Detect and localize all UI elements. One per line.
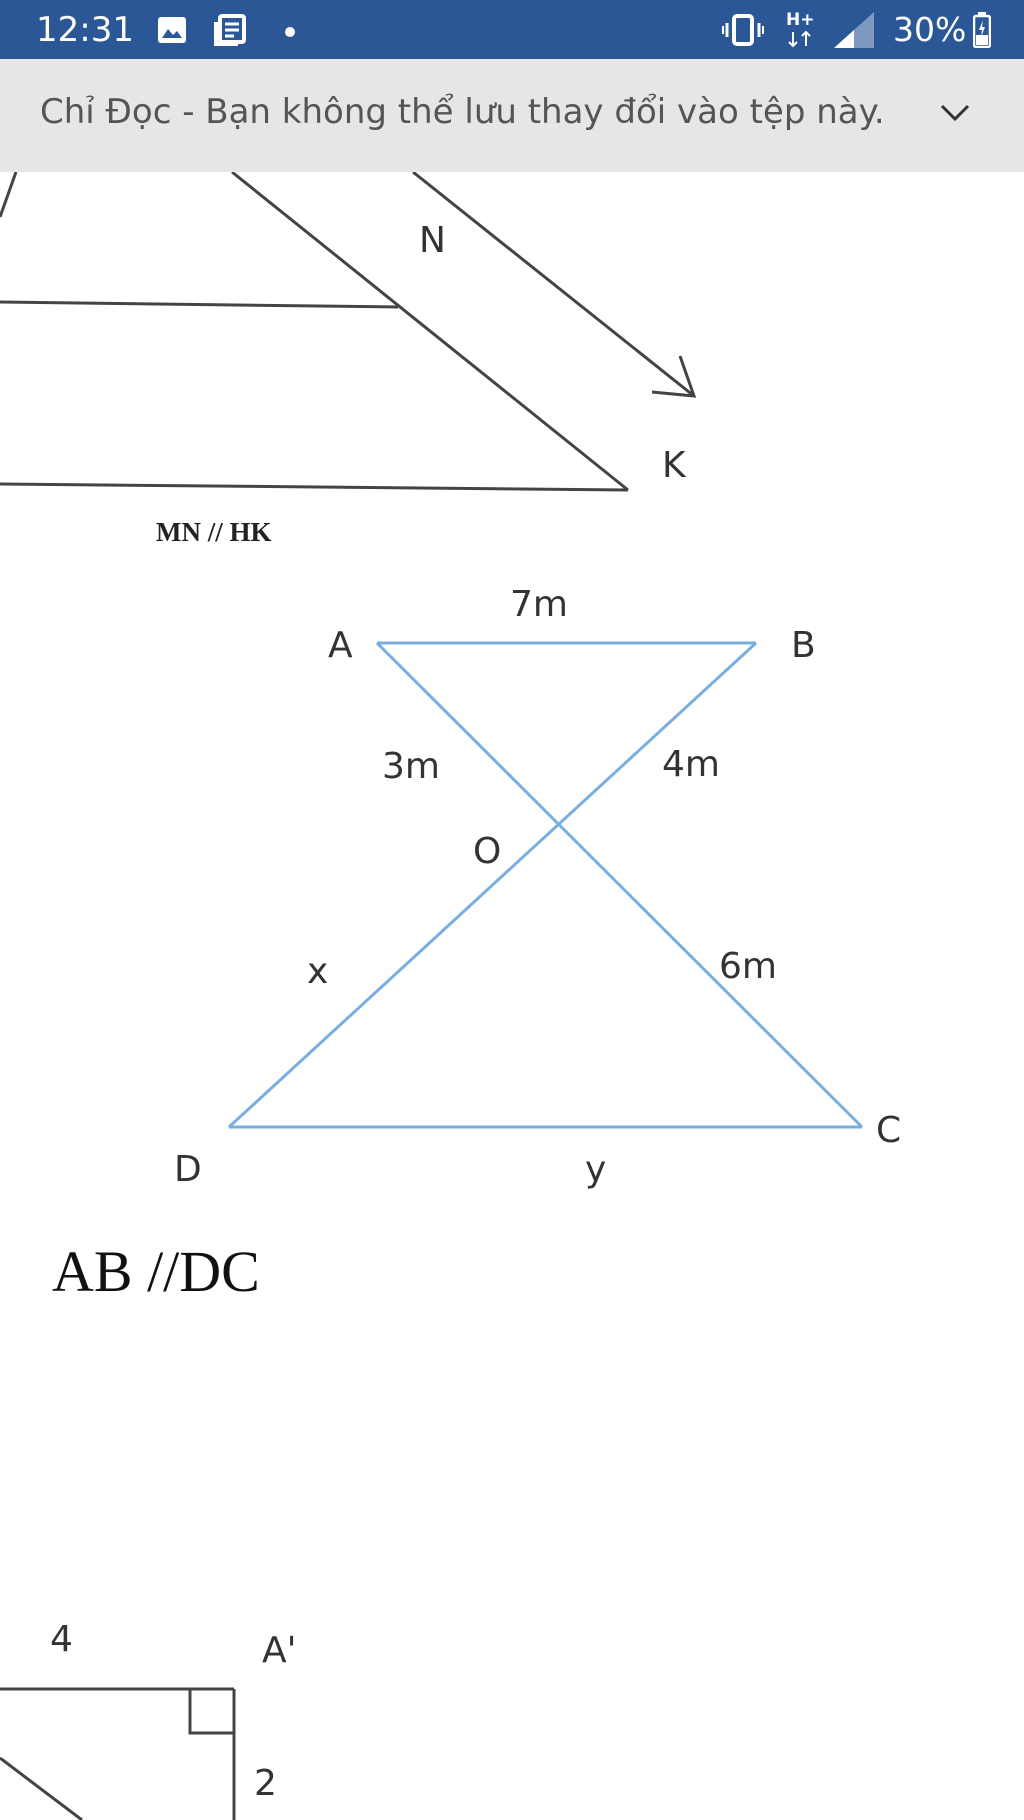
fig2-label-d: D — [174, 1149, 202, 1190]
fig2-label-od-length: x — [307, 951, 328, 992]
dot-icon — [285, 24, 295, 42]
fig3-label-corner: A' — [262, 1630, 297, 1671]
figure-parallel-mn-hk: N K — [0, 172, 697, 492]
document-figures: N K 7m A B 3m 4m O x 6m C D y 4 — [0, 172, 901, 1820]
readonly-message: Chỉ Đọc - Bạn không thể lưu thay đổi vào… — [40, 92, 885, 132]
fig2-label-bo-length: 4m — [662, 744, 720, 785]
fig2-label-oc-length: 6m — [719, 946, 777, 987]
fig2-label-b: B — [791, 625, 816, 666]
signal-icon — [834, 12, 874, 53]
fig2-label-dc-length: y — [585, 1149, 606, 1190]
fig2-label-ao-length: 3m — [382, 746, 440, 787]
fig1-segment-mn — [0, 300, 399, 309]
fig2-segment-ac — [375, 641, 864, 1129]
fig3-right-angle-mark — [188, 1689, 234, 1735]
fig2-caption: AB //DC — [52, 1239, 260, 1304]
readonly-banner: Chỉ Đọc - Bạn không thể lưu thay đổi vào… — [0, 59, 1024, 172]
fig1-label-k: K — [662, 445, 687, 486]
fig1-left-edge — [0, 172, 18, 218]
fig1-label-n: N — [419, 220, 446, 261]
fig3-label-top: 4 — [50, 1619, 73, 1660]
fig2-label-o: O — [473, 831, 501, 872]
fig3-diagonal — [0, 1756, 83, 1820]
fig1-caption: MN // HK — [156, 517, 272, 547]
status-bar: 12:31 H+ — [0, 0, 1024, 59]
fig2-label-a: A — [328, 625, 353, 666]
figure-parallel-ab-dc: 7m A B 3m 4m O x 6m C D y — [174, 584, 901, 1190]
network-type-label: H+ — [786, 10, 814, 30]
news-icon — [214, 14, 246, 51]
document-page[interactable]: N K 7m A B 3m 4m O x 6m C D y 4 — [0, 172, 1024, 1820]
fig1-arrow-line — [412, 172, 695, 398]
image-icon — [158, 17, 186, 48]
fig1-arrowhead — [651, 355, 697, 398]
figure-right-angle: 4 A' 2 — [0, 1619, 297, 1820]
fig3-label-side: 2 — [254, 1763, 277, 1804]
vibrate-icon — [722, 14, 764, 51]
fig2-segment-bd — [227, 641, 758, 1129]
fig1-hypotenuse — [231, 172, 629, 492]
battery-icon — [972, 12, 992, 53]
fig2-label-c: C — [876, 1110, 901, 1151]
status-time: 12:31 — [36, 10, 134, 50]
battery-percent: 30% — [893, 10, 967, 49]
chevron-down-icon[interactable] — [938, 101, 972, 130]
hplus-icon: H+ — [786, 8, 816, 53]
fig2-label-ab-length: 7m — [510, 584, 568, 625]
fig1-segment-hk — [0, 482, 629, 492]
